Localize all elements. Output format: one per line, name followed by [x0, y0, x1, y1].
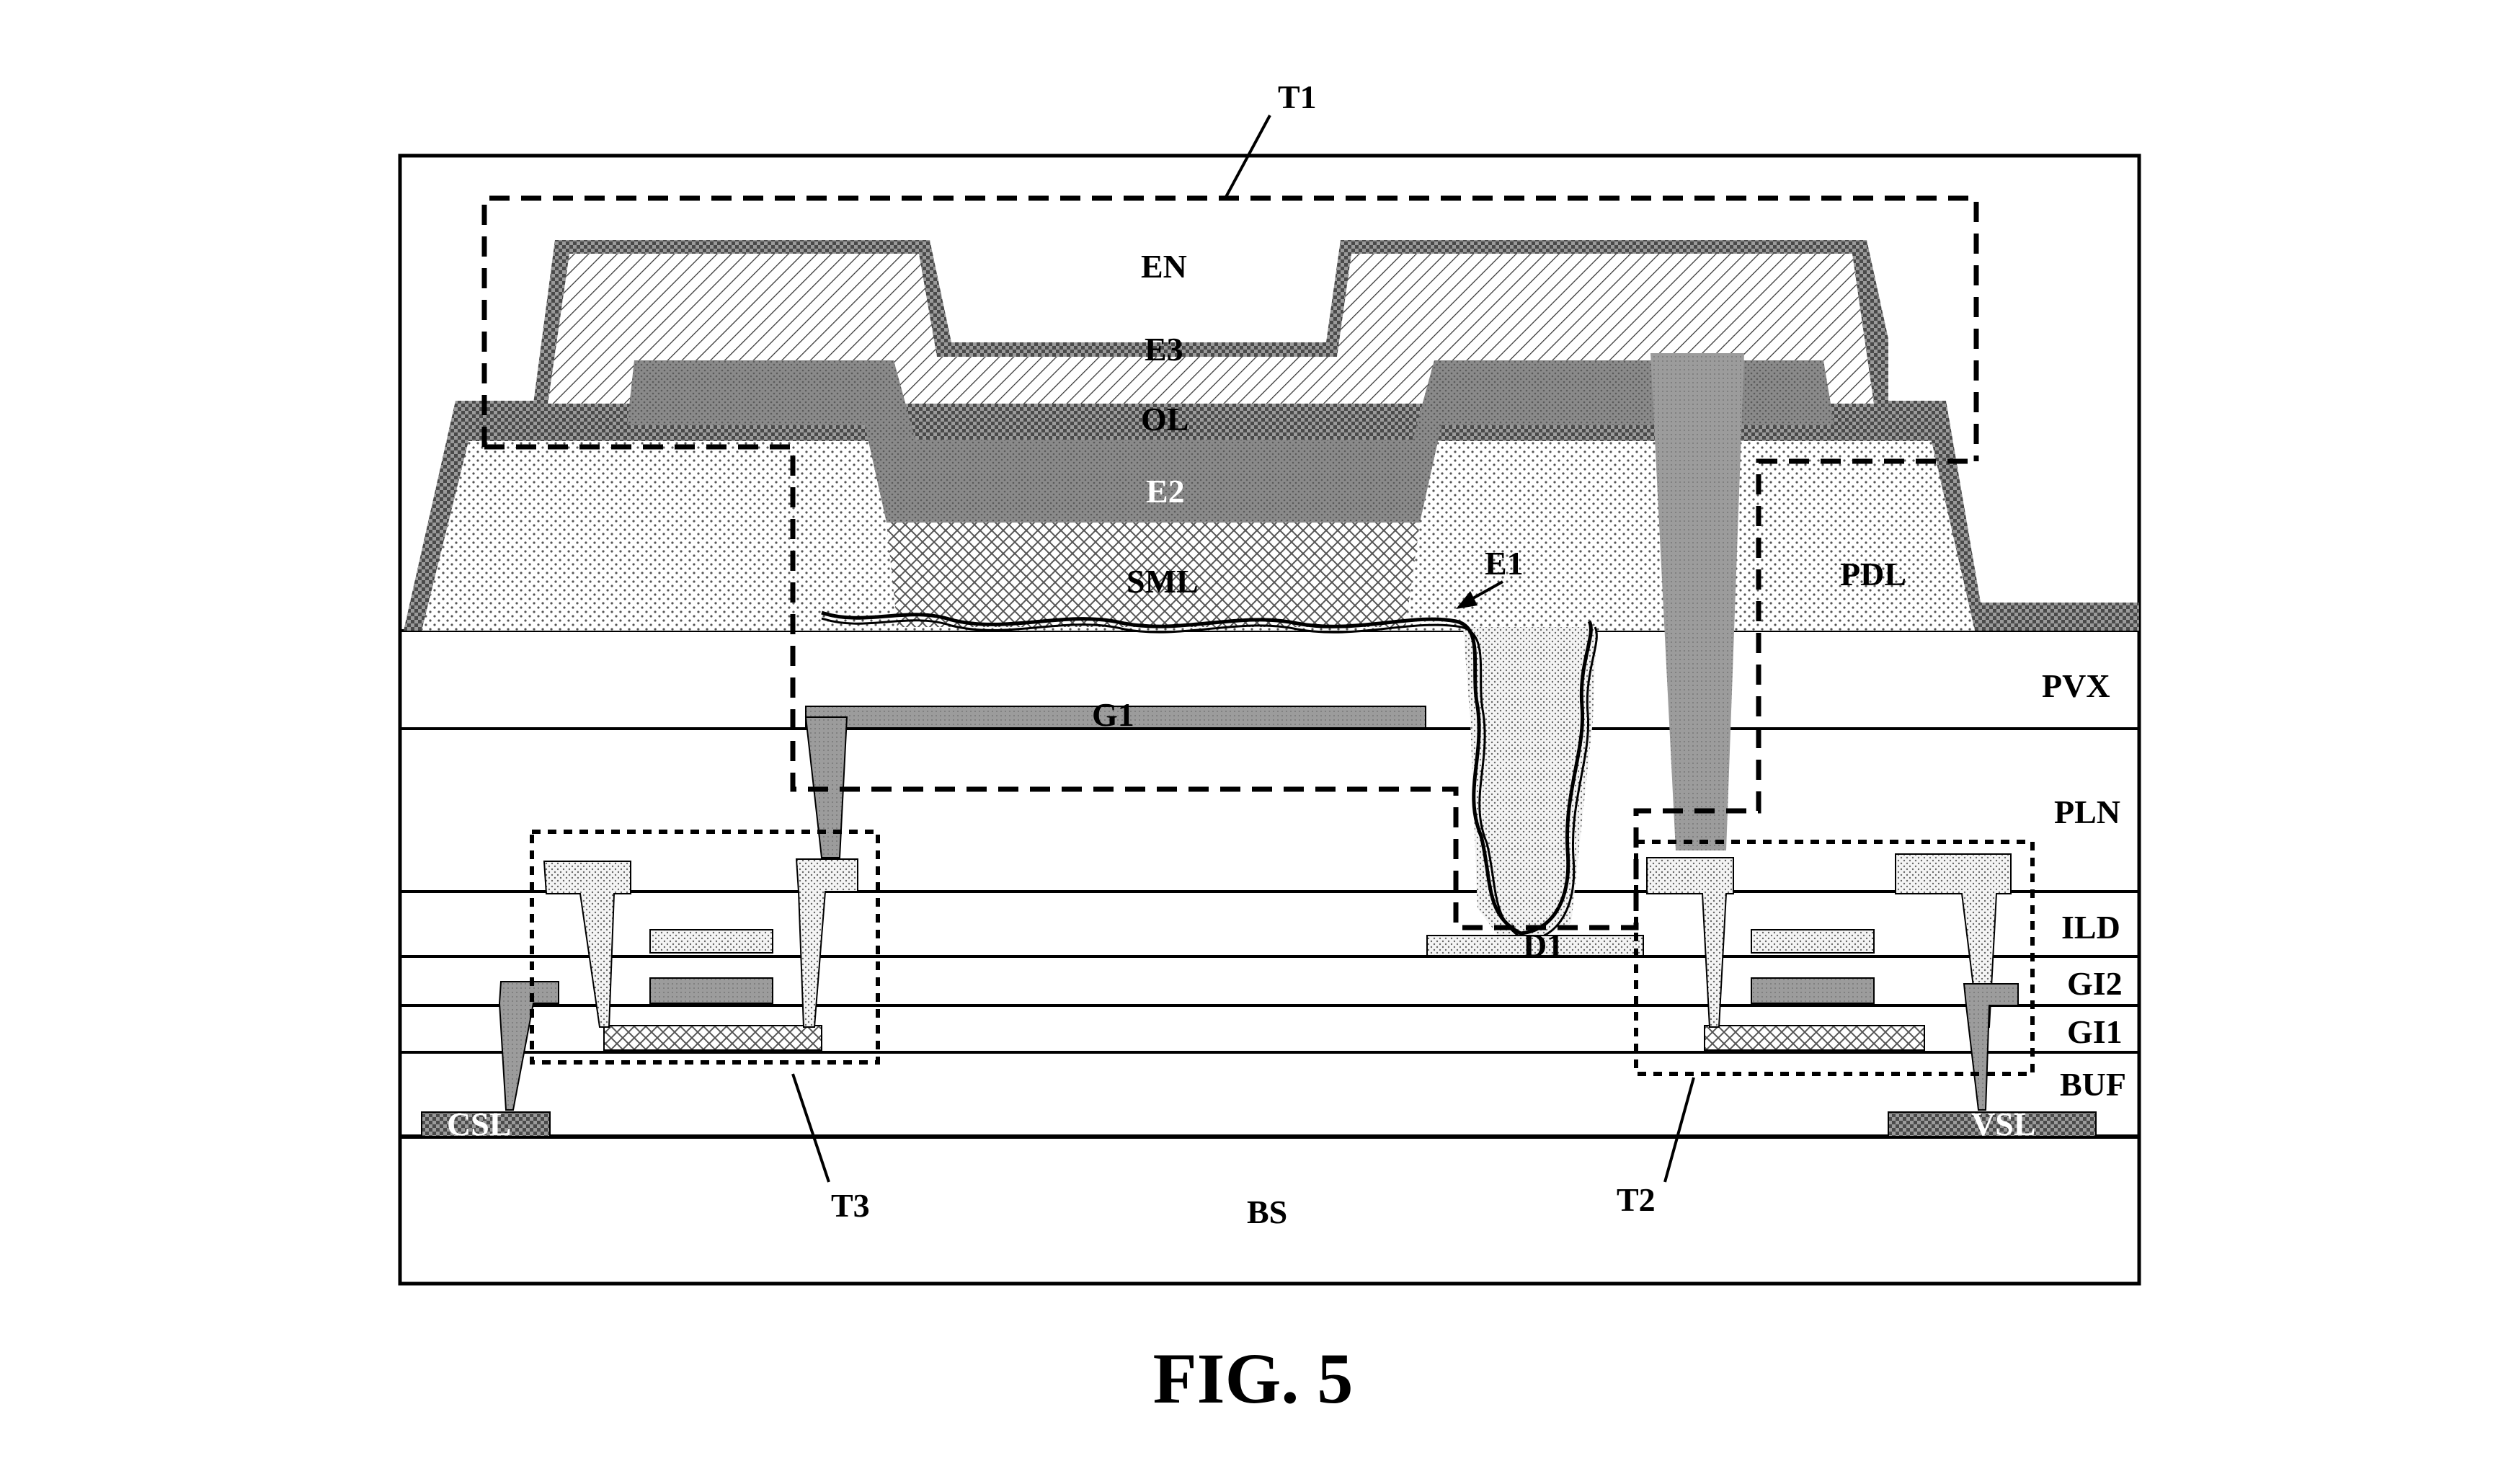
- leader-lines: [791, 115, 1695, 1183]
- label-e2: E2: [1146, 473, 1185, 510]
- label-gi1: GI1: [2067, 1013, 2123, 1050]
- e1-boundary-line: [821, 610, 1593, 936]
- t2-dashed-region: [1634, 840, 2035, 1076]
- label-ild: ILD: [2061, 909, 2120, 946]
- e1-arrowhead: [1456, 591, 1478, 609]
- label-pln: PLN: [2054, 794, 2120, 830]
- label-buf: BUF: [2060, 1066, 2126, 1103]
- e2-anode: [627, 360, 1834, 523]
- label-pvx: PVX: [2042, 667, 2110, 704]
- label-ol: OL: [1141, 401, 1188, 437]
- label-sml: SML: [1127, 563, 1199, 600]
- en-encapsulation: [941, 241, 1323, 339]
- sml-layer: [887, 523, 1420, 627]
- t1-dashed-region: [481, 195, 1979, 930]
- label-gi2: GI2: [2067, 965, 2123, 1002]
- label-e3: E3: [1145, 331, 1183, 368]
- label-bs: BS: [1247, 1194, 1287, 1230]
- e1-via: [1463, 627, 1596, 937]
- label-d1: D1: [1523, 927, 1563, 964]
- label-t3: T3: [831, 1187, 870, 1224]
- figure-caption: FIG. 5: [1152, 1338, 1354, 1418]
- anode-via-t2: [1650, 353, 1744, 850]
- e1-boundary-line-inner: [821, 617, 1598, 942]
- t3-transistor: [421, 858, 858, 1137]
- d1-pad: [1426, 935, 1644, 956]
- label-pdl: PDL: [1840, 556, 1906, 592]
- label-csl: CSL: [447, 1106, 511, 1142]
- label-g1: G1: [1092, 696, 1134, 733]
- label-t2: T2: [1617, 1181, 1656, 1218]
- label-t1: T1: [1278, 79, 1317, 115]
- t2-transistor: [1646, 853, 2097, 1137]
- label-en: EN: [1141, 248, 1187, 285]
- label-vsl: VSL: [1971, 1106, 2035, 1142]
- label-e1: E1: [1485, 545, 1524, 582]
- t3-dashed-region: [530, 830, 880, 1065]
